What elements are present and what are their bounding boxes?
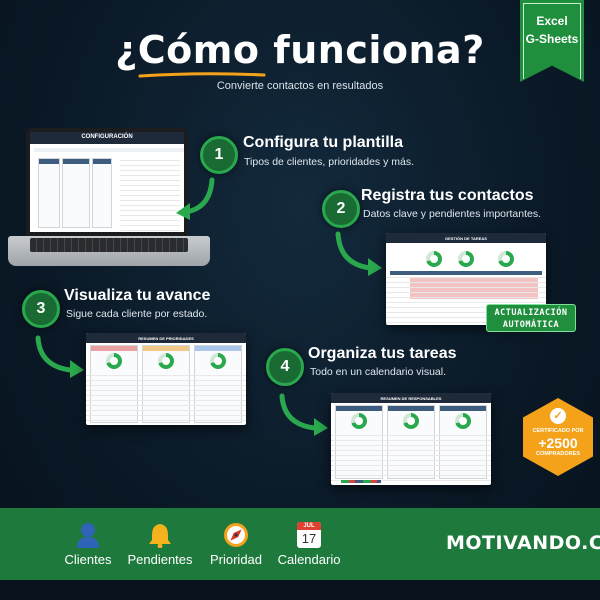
laptop-brand-label: MOTIVANDO.CO bbox=[90, 228, 130, 234]
step-1-badge: 1 bbox=[200, 136, 238, 174]
step-2-badge: 2 bbox=[322, 190, 360, 228]
check-icon: ✓ bbox=[550, 408, 566, 424]
feature-pendientes-label: Pendientes bbox=[127, 552, 193, 567]
bottom-strip bbox=[0, 580, 600, 600]
responsible-sheet-preview: RESUMEN DE RESPONSABLES bbox=[331, 393, 491, 485]
step-4-description: Todo en un calendario visual. bbox=[310, 366, 447, 378]
feature-clientes: Clientes bbox=[60, 522, 116, 567]
step-1-description: Tipos de clientes, prioridades y más. bbox=[244, 156, 415, 168]
priorities-sheet-preview: RESUMEN DE PRIORIDADES bbox=[86, 333, 246, 425]
laptop-keyboard bbox=[30, 238, 188, 252]
tasks-sheet-title: GESTIÓN DE TAREAS bbox=[445, 236, 487, 241]
auto-update-line2: AUTOMÁTICA bbox=[502, 320, 560, 330]
feature-clientes-label: Clientes bbox=[64, 552, 112, 567]
config-sheet-preview: CONFIGURACIÓN bbox=[30, 132, 184, 232]
feature-calendario: JUL 17 Calendario bbox=[274, 522, 344, 567]
responsible-sheet-title: RESUMEN DE RESPONSABLES bbox=[380, 396, 442, 401]
calendar-icon: JUL 17 bbox=[297, 522, 321, 548]
step-3-badge: 3 bbox=[22, 290, 60, 328]
step-1-arrow bbox=[176, 177, 215, 220]
user-icon bbox=[77, 523, 99, 548]
bell-icon bbox=[149, 524, 171, 548]
page-subtitle: Convierte contactos en resultados bbox=[216, 80, 384, 92]
page-title: ¿Cómo funciona? bbox=[115, 28, 485, 72]
ribbon-excel-label: Excel bbox=[536, 14, 568, 28]
feature-calendario-label: Calendario bbox=[277, 552, 341, 567]
step-3-description: Sigue cada cliente por estado. bbox=[66, 308, 208, 320]
feature-footer: Clientes Pendientes Prioridad JUL 17 bbox=[0, 508, 600, 580]
feature-prioridad: Prioridad bbox=[206, 522, 266, 567]
calendar-day: 17 bbox=[301, 531, 317, 546]
step-2-description: Datos clave y pendientes importantes. bbox=[363, 208, 542, 220]
auto-update-badge: ACTUALIZACIÓN AUTOMÁTICA bbox=[486, 304, 576, 332]
ribbon-gsheets-label: G-Sheets bbox=[525, 32, 579, 46]
step-2-arrow bbox=[335, 231, 382, 276]
step-4-arrow bbox=[279, 393, 328, 436]
laptop-screen: CONFIGURACIÓN bbox=[26, 128, 188, 236]
step-3-title: Visualiza tu avance bbox=[64, 287, 211, 304]
compass-icon bbox=[224, 523, 248, 547]
step-4-title: Organiza tus tareas bbox=[308, 345, 457, 362]
cert-label-bottom: COMPRADORES bbox=[535, 451, 580, 457]
step-2-title: Registra tus contactos bbox=[361, 187, 534, 204]
step-3-arrow bbox=[35, 335, 84, 378]
cert-label-top: CERTIFICADO POR bbox=[532, 428, 584, 434]
calendar-month: JUL bbox=[297, 522, 321, 530]
priorities-sheet-title: RESUMEN DE PRIORIDADES bbox=[138, 336, 194, 341]
feature-pendientes: Pendientes bbox=[124, 522, 196, 567]
brand-logo: MOTIVANDO.CO bbox=[446, 532, 600, 554]
auto-update-line1: ACTUALIZACIÓN bbox=[494, 308, 568, 318]
step-1-title: Configura tu plantilla bbox=[243, 134, 403, 151]
feature-prioridad-label: Prioridad bbox=[209, 552, 263, 567]
title-underline bbox=[138, 72, 266, 78]
step-4-badge: 4 bbox=[266, 348, 304, 386]
cert-count: +2500 bbox=[538, 435, 578, 451]
config-sheet-title: CONFIGURACIÓN bbox=[81, 134, 133, 140]
certified-badge: ✓ CERTIFICADO POR +2500 COMPRADORES bbox=[523, 398, 593, 476]
